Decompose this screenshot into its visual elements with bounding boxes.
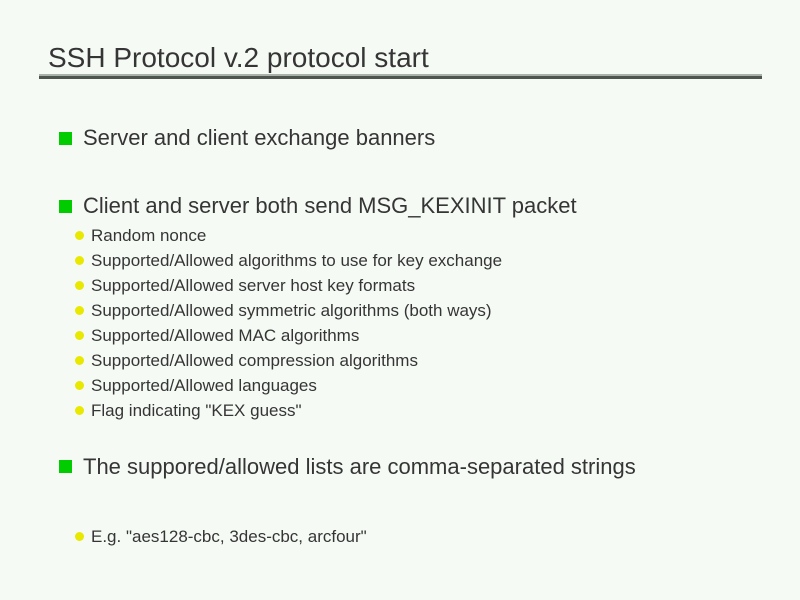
sub-item-text: Supported/Allowed MAC algorithms xyxy=(91,325,360,345)
sub-item-compression-algorithms: Supported/Allowed compression algorithms xyxy=(75,348,418,373)
bullet-text: Server and client exchange banners xyxy=(83,125,436,150)
green-square-bullet-icon xyxy=(59,460,72,473)
sub-item-text: Supported/Allowed compression algorithms xyxy=(91,350,418,370)
sub-item-random-nonce: Random nonce xyxy=(75,223,206,248)
sub-item-host-key-formats: Supported/Allowed server host key format… xyxy=(75,273,415,298)
bullet-item-banners: Server and client exchange banners xyxy=(59,124,435,152)
yellow-dot-bullet-icon xyxy=(75,406,84,415)
sub-item-text: Supported/Allowed symmetric algorithms (… xyxy=(91,300,492,320)
sub-item-text: Supported/Allowed server host key format… xyxy=(91,275,416,295)
title-underline xyxy=(39,74,762,79)
sub-item-text: Random nonce xyxy=(91,225,207,245)
sub-item-kex-guess-flag: Flag indicating "KEX guess" xyxy=(75,398,302,423)
yellow-dot-bullet-icon xyxy=(75,356,84,365)
yellow-dot-bullet-icon xyxy=(75,281,84,290)
sub-item-text: Supported/Allowed languages xyxy=(91,375,317,395)
sub-item-languages: Supported/Allowed languages xyxy=(75,373,317,398)
yellow-dot-bullet-icon xyxy=(75,381,84,390)
bullet-text: The suppored/allowed lists are comma-sep… xyxy=(83,454,636,479)
sub-item-mac-algorithms: Supported/Allowed MAC algorithms xyxy=(75,323,359,348)
sub-item-text: Flag indicating "KEX guess" xyxy=(91,400,302,420)
page-title: SSH Protocol v.2 protocol start xyxy=(48,42,429,73)
title-underline-dark xyxy=(39,76,762,79)
sub-item-cipher-example: E.g. "aes128-cbc, 3des-cbc, arcfour" xyxy=(75,524,367,549)
bullet-item-comma-separated: The suppored/allowed lists are comma-sep… xyxy=(59,450,683,483)
sub-item-kex-algorithms: Supported/Allowed algorithms to use for … xyxy=(75,248,502,273)
yellow-dot-bullet-icon xyxy=(75,256,84,265)
sub-item-text: Supported/Allowed algorithms to use for … xyxy=(91,250,503,270)
yellow-dot-bullet-icon xyxy=(75,306,84,315)
green-square-bullet-icon xyxy=(59,199,72,213)
title-underline-light xyxy=(39,74,762,76)
green-square-bullet-icon xyxy=(59,131,72,145)
bullet-text: Client and server both send MSG_KEXINIT … xyxy=(83,193,577,218)
bullet-item-kexinit: Client and server both send MSG_KEXINIT … xyxy=(59,192,577,220)
yellow-dot-bullet-icon xyxy=(75,532,84,541)
yellow-dot-bullet-icon xyxy=(75,231,84,240)
yellow-dot-bullet-icon xyxy=(75,331,84,340)
sub-item-symmetric-algorithms: Supported/Allowed symmetric algorithms (… xyxy=(75,298,492,323)
sub-item-text: E.g. "aes128-cbc, 3des-cbc, arcfour" xyxy=(91,526,367,546)
